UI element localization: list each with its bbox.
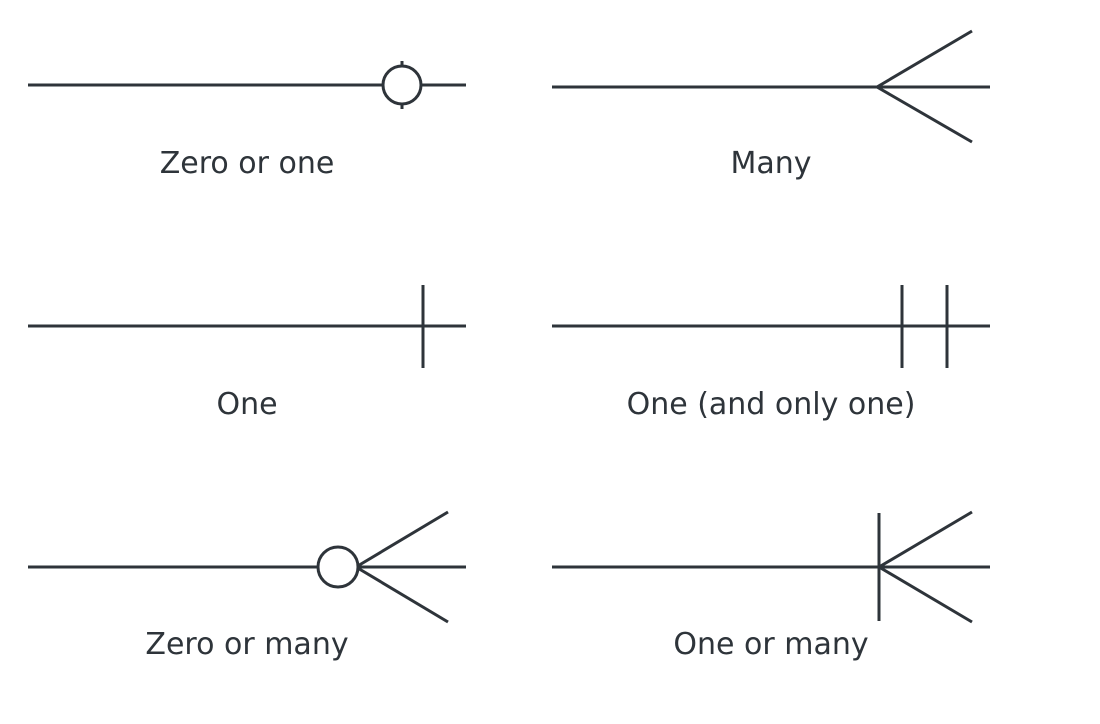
notation-zero-or-many: Zero or many	[28, 510, 466, 662]
crows-foot-upper-prong	[876, 29, 973, 89]
zero-circle-icon	[316, 545, 360, 589]
notation-label: One	[216, 387, 277, 422]
notation-label: Zero or one	[160, 146, 335, 181]
notation-label: Zero or many	[145, 627, 348, 662]
crows-foot-lower-prong	[878, 565, 973, 624]
notation-zero-or-one: Zero or one	[28, 61, 466, 181]
crows-foot-upper-prong	[878, 510, 973, 569]
notation-label: One or many	[673, 627, 868, 662]
crows-foot-lower-prong	[355, 565, 449, 624]
notation-label: One (and only one)	[627, 387, 916, 422]
notation-one-or-many: One or many	[552, 510, 990, 662]
notation-many: Many	[552, 29, 990, 181]
zero-circle-icon	[381, 64, 423, 106]
crows-foot-lower-prong	[876, 85, 973, 144]
crows-foot-upper-prong	[355, 510, 449, 569]
notation-one: One	[28, 285, 466, 422]
notation-label: Many	[730, 146, 811, 181]
notation-one-and-only-one: One (and only one)	[552, 285, 990, 422]
